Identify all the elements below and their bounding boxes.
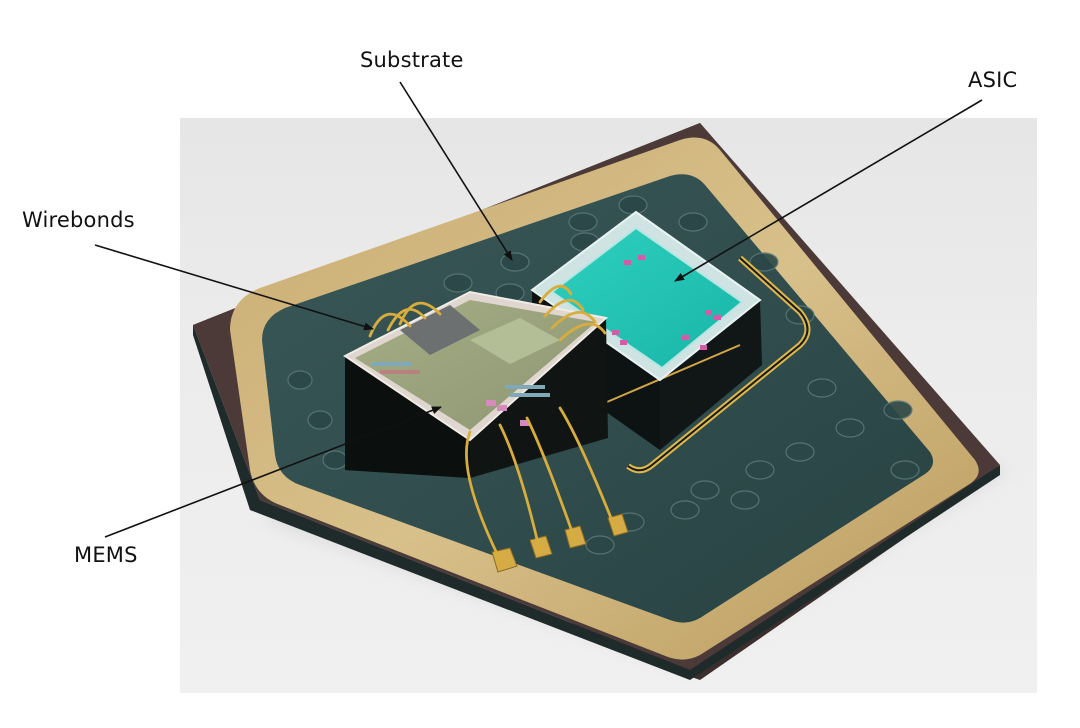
asic-pads [612, 255, 721, 350]
label-mems: MEMS [74, 543, 138, 567]
label-substrate: Substrate [360, 48, 464, 72]
label-asic: ASIC [968, 68, 1018, 92]
wirebonds [368, 284, 617, 568]
label-wirebonds: Wirebonds [22, 208, 135, 232]
arrow-wirebonds [94, 244, 374, 331]
mems-die [343, 290, 609, 478]
arrow-mems [104, 406, 442, 538]
bond-pads [491, 513, 629, 573]
arrow-substrate [399, 81, 513, 261]
arrow-asic [674, 99, 983, 282]
asic-cavity-trace [626, 255, 811, 474]
mems-circuit-blocks [372, 362, 550, 426]
callout-arrows [94, 81, 983, 538]
